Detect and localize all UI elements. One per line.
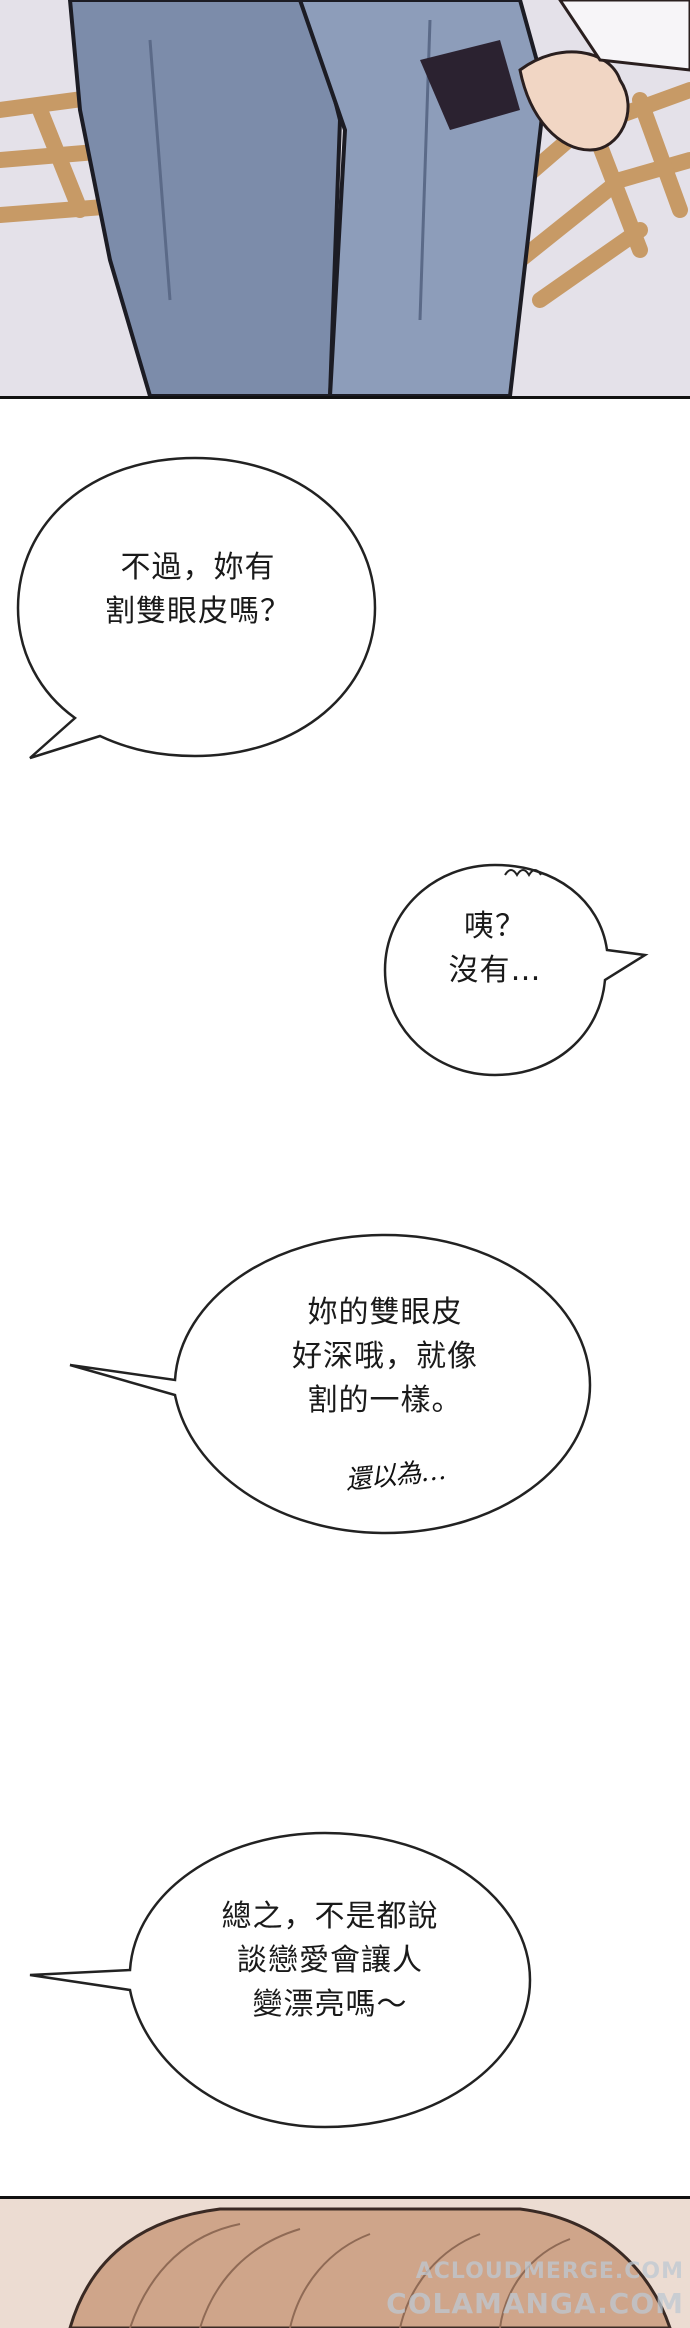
bubble-3-text: 妳的雙眼皮 好深哦，就像 割的一樣。 [205, 1291, 565, 1423]
surprise-marks [504, 869, 542, 877]
top-panel-artwork [0, 0, 690, 399]
bubble-1-text: 不過，妳有 割雙眼皮嗎？ [38, 546, 358, 634]
speech-bubble-1 [16, 456, 377, 760]
hair-illustration [0, 2199, 690, 2328]
bubble-4-line-1: 總之，不是都說 [221, 1899, 439, 1934]
bubble-4-line-3: 變漂亮嗎～ [252, 1987, 408, 2022]
watermark-1: ACLOUDMERGE.COM [415, 2259, 684, 2284]
bubble-4-line-2: 談戀愛會讓人 [237, 1943, 423, 1978]
speech-bubble-4 [29, 1831, 532, 2129]
legs-chair-illustration [0, 0, 690, 396]
bubble-3-line-2: 好深哦，就像 [292, 1339, 478, 1374]
bubble-3-line-1: 妳的雙眼皮 [307, 1295, 463, 1330]
speech-bubble-2 [383, 863, 649, 1077]
bottom-panel-artwork: ACLOUDMERGE.COM COLAMANGA.COM [0, 2196, 690, 2328]
bubble-4-text: 總之，不是都說 談戀愛會讓人 變漂亮嗎～ [130, 1895, 530, 2027]
watermark-2: COLAMANGA.COM [386, 2287, 684, 2320]
bubble-2-line-2: 沒有… [448, 953, 542, 988]
bubble-3-line-3: 割的一樣。 [307, 1383, 463, 1418]
bubble-1-line-1: 不過，妳有 [120, 550, 276, 585]
bubble-2-text: 咦？ 沒有… [405, 905, 585, 993]
bubble-1-line-2: 割雙眼皮嗎？ [105, 594, 291, 629]
bubble-2-line-1: 咦？ [464, 909, 526, 944]
speech-bubble-3 [69, 1233, 592, 1535]
